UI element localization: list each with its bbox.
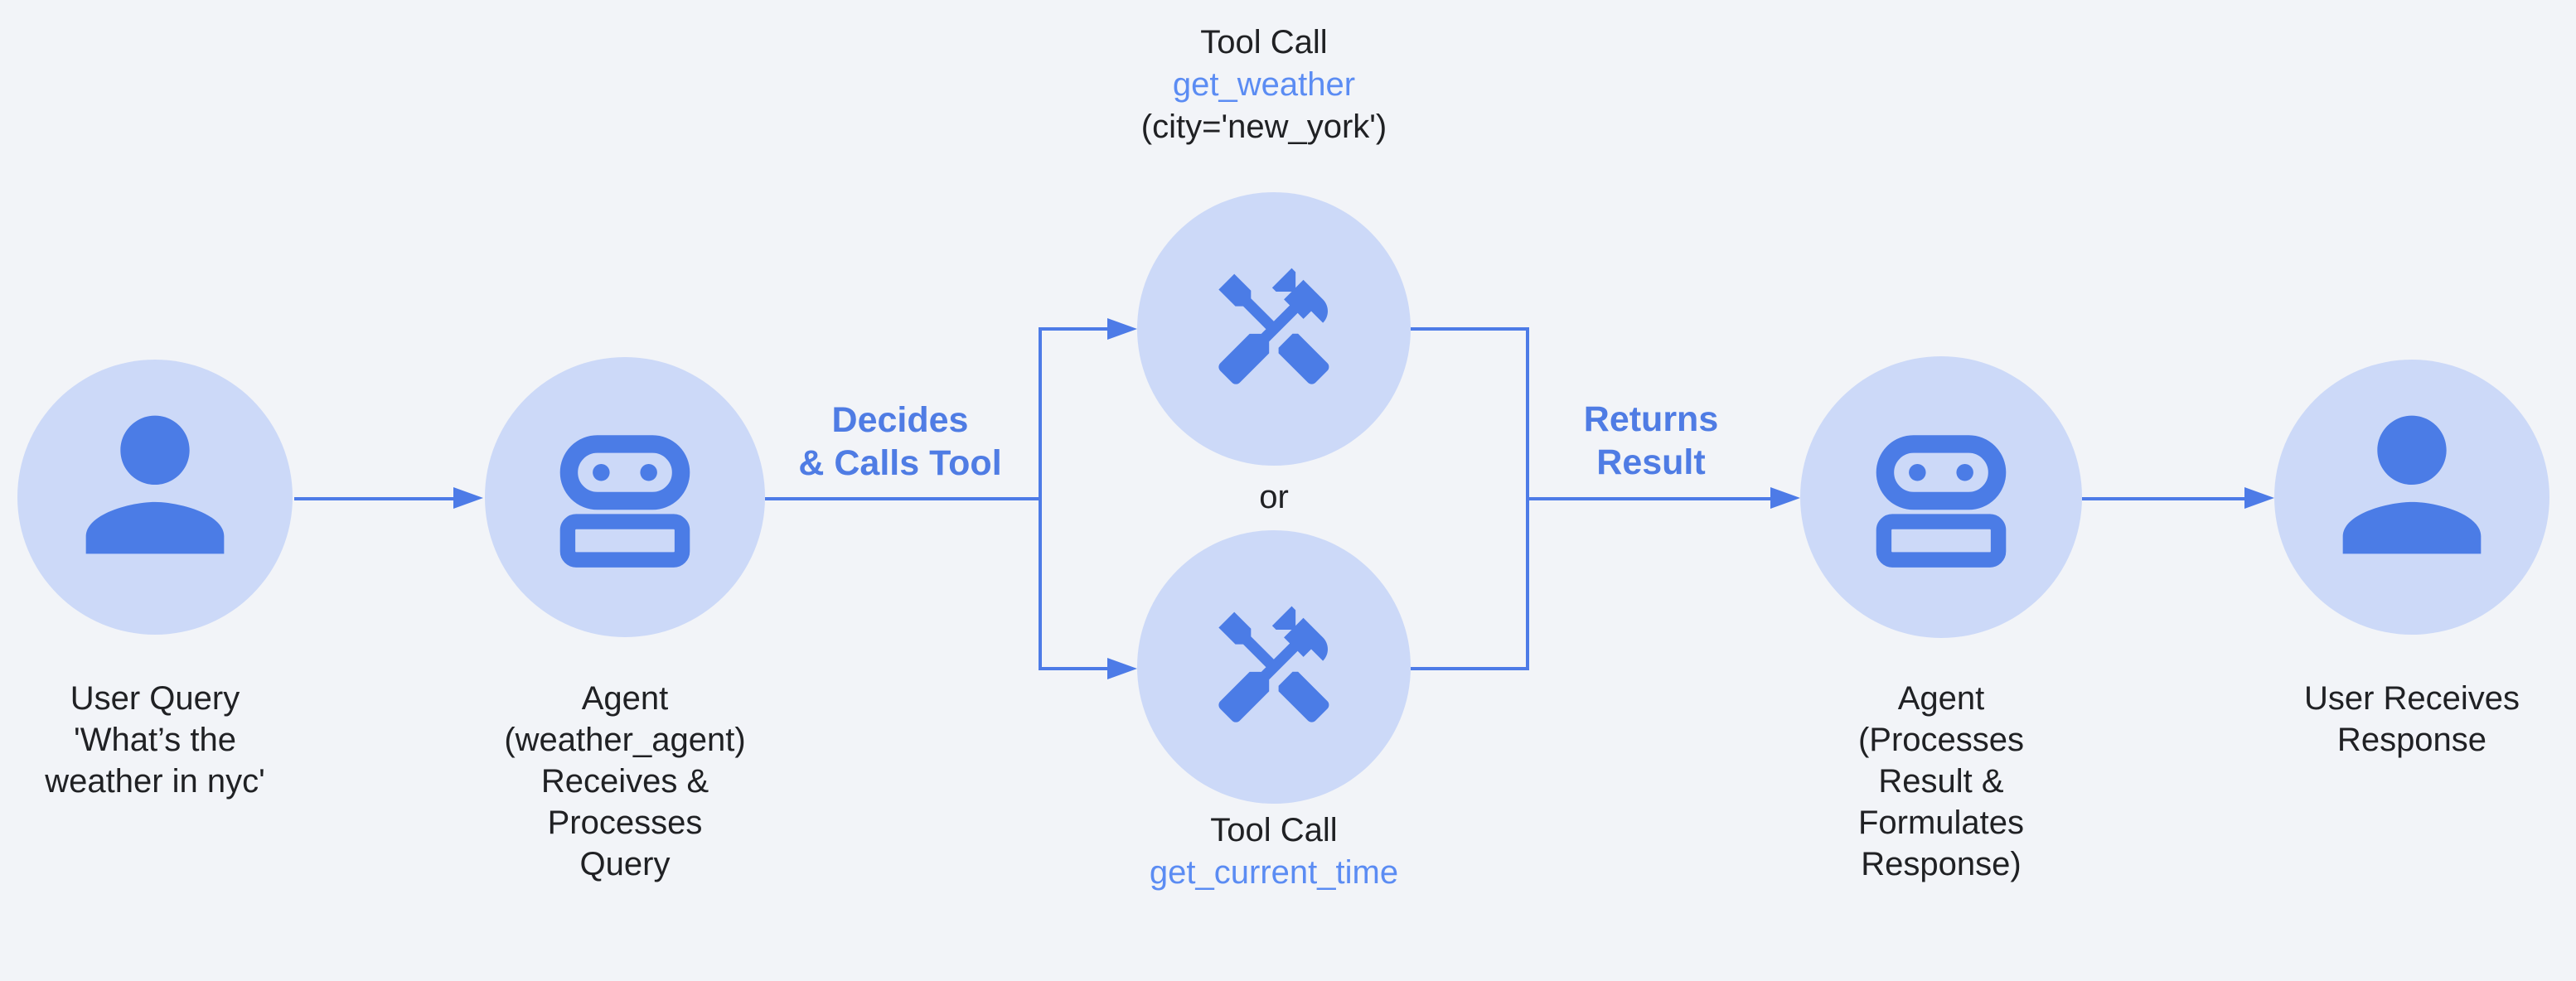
user-response-node — [2274, 360, 2549, 635]
robot-icon — [559, 435, 690, 568]
tool-weather-label: Tool Call get_weather (city='new_york') — [1141, 22, 1387, 148]
user-query-label: User Query 'What’s the weather in nyc' — [45, 680, 265, 800]
tool-weather-function-name: get_weather — [1172, 66, 1356, 103]
tool-weather-args: (city='new_york') — [1140, 109, 1387, 145]
branch-bottom-arrowhead — [1107, 658, 1137, 679]
or-label: or — [1259, 479, 1289, 515]
edge-tools-to-agent-arrowhead — [1770, 487, 1800, 509]
agent-in-label: Agent (weather_agent) Receives & Process… — [504, 680, 746, 882]
edge-agent-to-user-line — [2082, 497, 2244, 500]
person-icon — [2342, 415, 2482, 554]
tool-time-function-name: get_current_time — [1149, 854, 1399, 891]
tool-time-title: Tool Call — [1210, 812, 1338, 848]
agent-out-label: Agent (Processes Result & Formulates Res… — [1857, 680, 2025, 882]
edge-tools-to-agent-line — [1528, 497, 1770, 500]
edge-agent-to-split-line — [765, 497, 1040, 500]
merge-bottom-line — [1411, 667, 1528, 670]
user-query-node — [17, 360, 293, 635]
returns-result-label: Returns Result — [1583, 399, 1719, 482]
person-icon — [85, 415, 225, 554]
decides-calls-tool-label: Decides & Calls Tool — [798, 400, 1002, 483]
tool-time-label: Tool Call get_current_time — [1150, 809, 1398, 894]
branch-split-line — [1039, 327, 1042, 670]
branch-top-arrowhead — [1107, 318, 1137, 340]
edge-user-to-agent-line — [294, 497, 453, 500]
merge-top-line — [1411, 327, 1528, 331]
handyman-icon — [1218, 606, 1329, 722]
handyman-icon — [1218, 268, 1329, 384]
edge-user-to-agent-arrowhead — [453, 487, 483, 509]
robot-icon — [1876, 435, 2007, 568]
tool-weather-title: Tool Call — [1200, 24, 1328, 60]
user-response-label: User Receives Response — [2303, 680, 2520, 758]
branch-top-line — [1040, 327, 1107, 331]
branch-bottom-line — [1040, 667, 1107, 670]
edge-agent-to-user-arrowhead — [2244, 487, 2274, 509]
